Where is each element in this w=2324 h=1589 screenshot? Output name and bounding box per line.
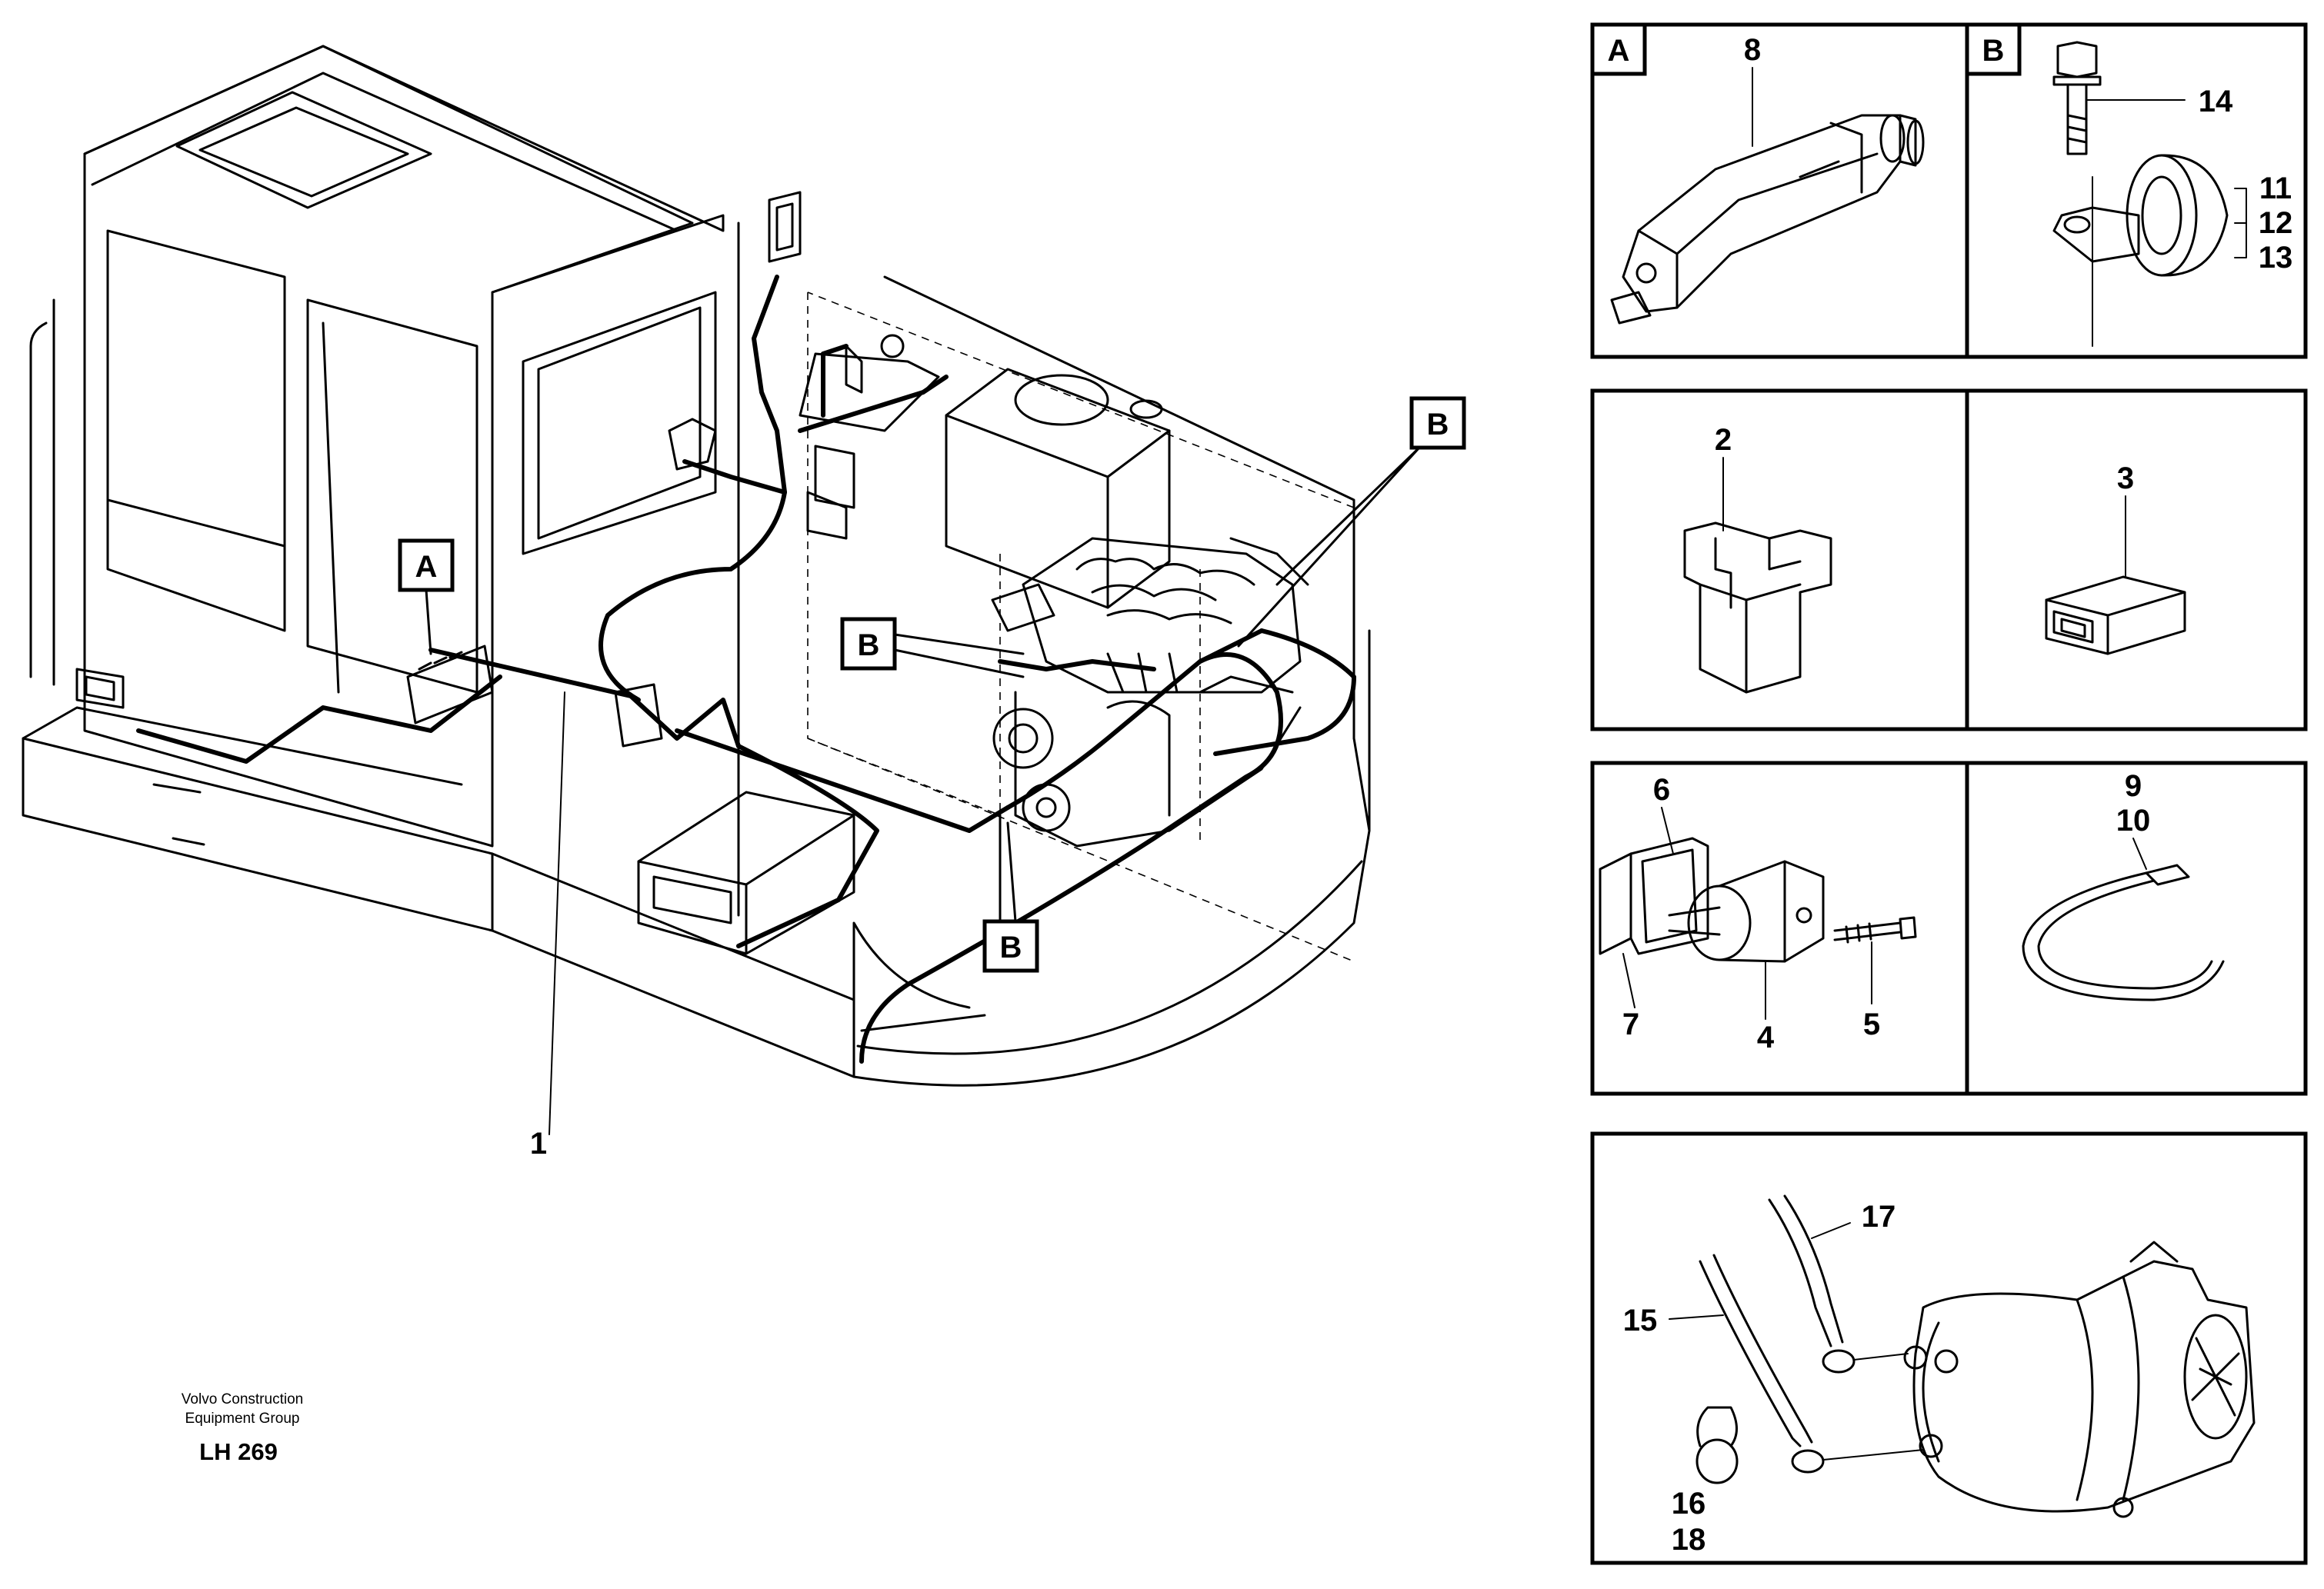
label-item-9: 9: [2125, 769, 2142, 803]
label-item-1: 1: [530, 1127, 547, 1161]
panel-a-tag: A: [1608, 34, 1630, 68]
tag-a-location: A: [398, 538, 455, 655]
label-item-7: 7: [1622, 1008, 1639, 1041]
detail-panel-b: B 14 11 12 13: [1965, 22, 2308, 359]
detail-panel-sensor: 6 7 4 5: [1590, 761, 1972, 1096]
label-item-5: 5: [1863, 1008, 1880, 1041]
label-item-11: 11: [2259, 172, 2292, 205]
publisher-line-2: Equipment Group: [185, 1411, 300, 1427]
tag-b-bottom: B: [982, 814, 1039, 973]
label-item-17: 17: [1862, 1200, 1896, 1234]
drawing-code: LH 269: [199, 1438, 278, 1465]
tag-b-top-label: B: [1427, 408, 1449, 441]
label-item-13: 13: [2259, 241, 2293, 275]
tag-a-label: A: [415, 550, 438, 584]
label-item-14: 14: [2199, 85, 2233, 118]
wiring-harness: [136, 275, 1356, 1064]
engine-illustration: [991, 537, 1309, 848]
tag-b-mid-label: B: [858, 628, 880, 662]
label-item-3: 3: [2117, 461, 2134, 495]
label-item-10: 10: [2116, 804, 2151, 838]
label-item-16: 16: [1672, 1487, 1706, 1521]
publisher-line-1: Volvo Construction: [182, 1391, 303, 1407]
callout-wiring-harness: 1: [530, 691, 565, 1161]
excavator-illustration: [22, 45, 1371, 1087]
detail-panel-connector: 3: [1965, 388, 2308, 731]
detail-panel-a: A 8: [1590, 22, 1972, 359]
detail-panel-alternator: 17 15 16 18: [1590, 1131, 2308, 1565]
label-item-4: 4: [1757, 1021, 1775, 1054]
detail-panel-relay-socket: 2: [1590, 388, 1972, 731]
label-item-15: 15: [1623, 1304, 1658, 1337]
tag-b-mid: B: [840, 617, 1025, 678]
label-item-8: 8: [1744, 33, 1761, 67]
label-item-6: 6: [1653, 773, 1670, 807]
publisher-block: Volvo Construction Equipment Group LH 26…: [182, 1391, 303, 1465]
label-item-2: 2: [1715, 423, 1732, 457]
tag-b-top: B: [1237, 396, 1466, 648]
panel-b-tag: B: [1982, 34, 2005, 68]
detail-panel-cable-tie: 9 10: [1965, 761, 2308, 1096]
tag-b-bottom-label: B: [1000, 931, 1022, 964]
label-item-12: 12: [2259, 206, 2293, 240]
label-item-18: 18: [1672, 1523, 1706, 1557]
